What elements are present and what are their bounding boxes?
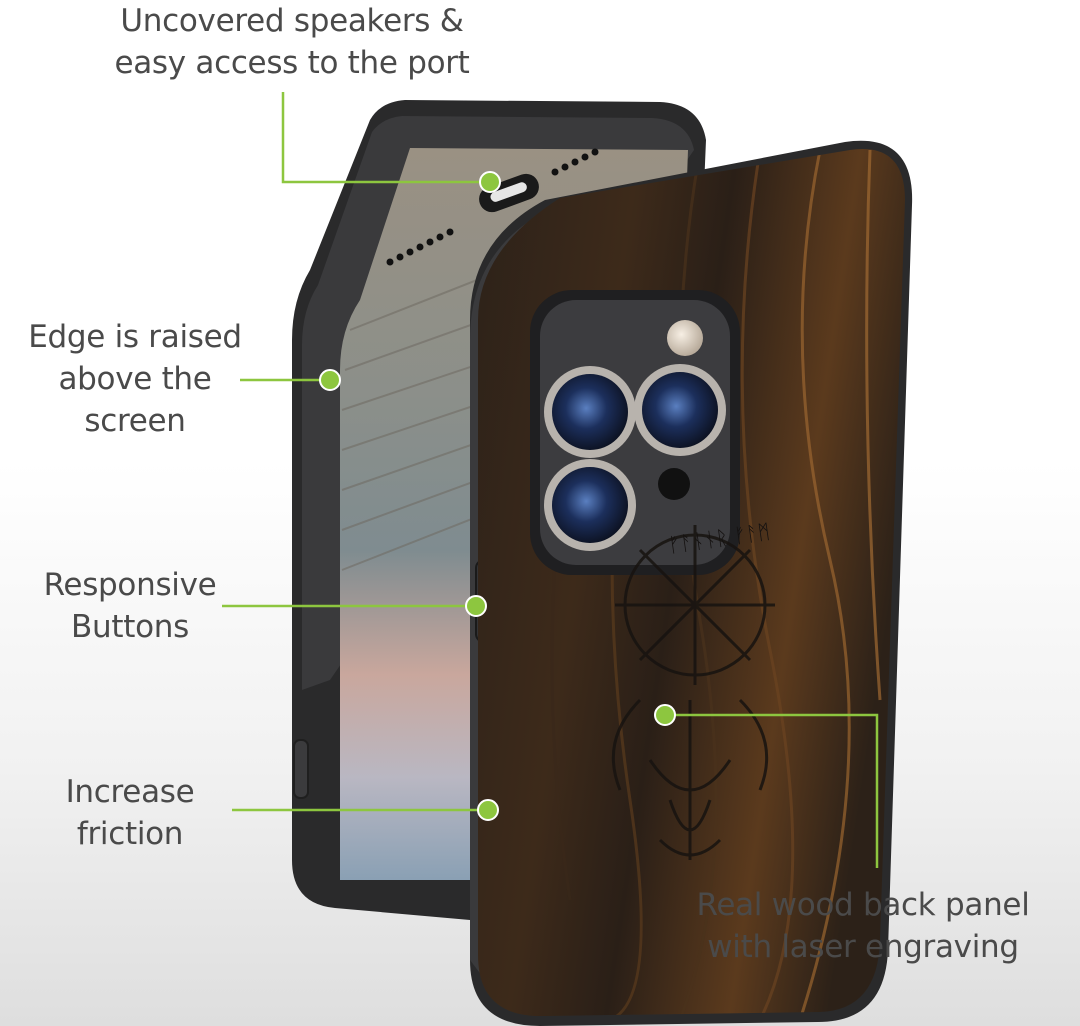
- callout-wood-line1: Real wood back panel: [696, 887, 1030, 923]
- callout-friction-line2: friction: [76, 816, 184, 852]
- callout-edge-line1: Edge is raised: [28, 319, 242, 355]
- callout-label-wood: Real wood back panel with laser engravin…: [688, 884, 1038, 968]
- speaker-grille-icon: [386, 148, 599, 266]
- callout-lines: [222, 92, 879, 868]
- callout-dot-buttons: [465, 595, 487, 617]
- viking-engraving-icon: [611, 525, 775, 860]
- camera-lens-icon: [544, 364, 726, 551]
- callout-line-wood: [665, 713, 879, 868]
- callout-speakers-line1: Uncovered speakers &: [120, 3, 464, 39]
- callout-buttons-line2: Buttons: [71, 609, 189, 645]
- callout-edge-line3: screen: [84, 403, 186, 439]
- callout-label-edge: Edge is raised above the screen: [20, 316, 250, 442]
- callout-dots: [319, 171, 676, 821]
- callout-wood-line2: with laser engraving: [707, 929, 1019, 965]
- case-back-view: ᚠᚨᚾᚾᚱ ᚠᚨᛗ: [470, 140, 913, 1026]
- callout-speakers-line2: easy access to the port: [114, 45, 470, 81]
- callout-label-friction: Increase friction: [30, 771, 230, 855]
- callout-label-speakers: Uncovered speakers & easy access to the …: [112, 0, 472, 84]
- callout-friction-line1: Increase: [65, 774, 195, 810]
- callout-label-buttons: Responsive Buttons: [20, 564, 240, 648]
- callout-dot-speakers: [479, 171, 501, 193]
- camera-flash-icon: [667, 320, 703, 356]
- callout-dot-friction: [477, 799, 499, 821]
- callout-dot-edge: [319, 369, 341, 391]
- callout-line-speakers: [281, 92, 490, 184]
- callout-dot-wood: [654, 704, 676, 726]
- callout-buttons-line1: Responsive: [43, 567, 217, 603]
- callout-edge-line2: above the: [58, 361, 212, 397]
